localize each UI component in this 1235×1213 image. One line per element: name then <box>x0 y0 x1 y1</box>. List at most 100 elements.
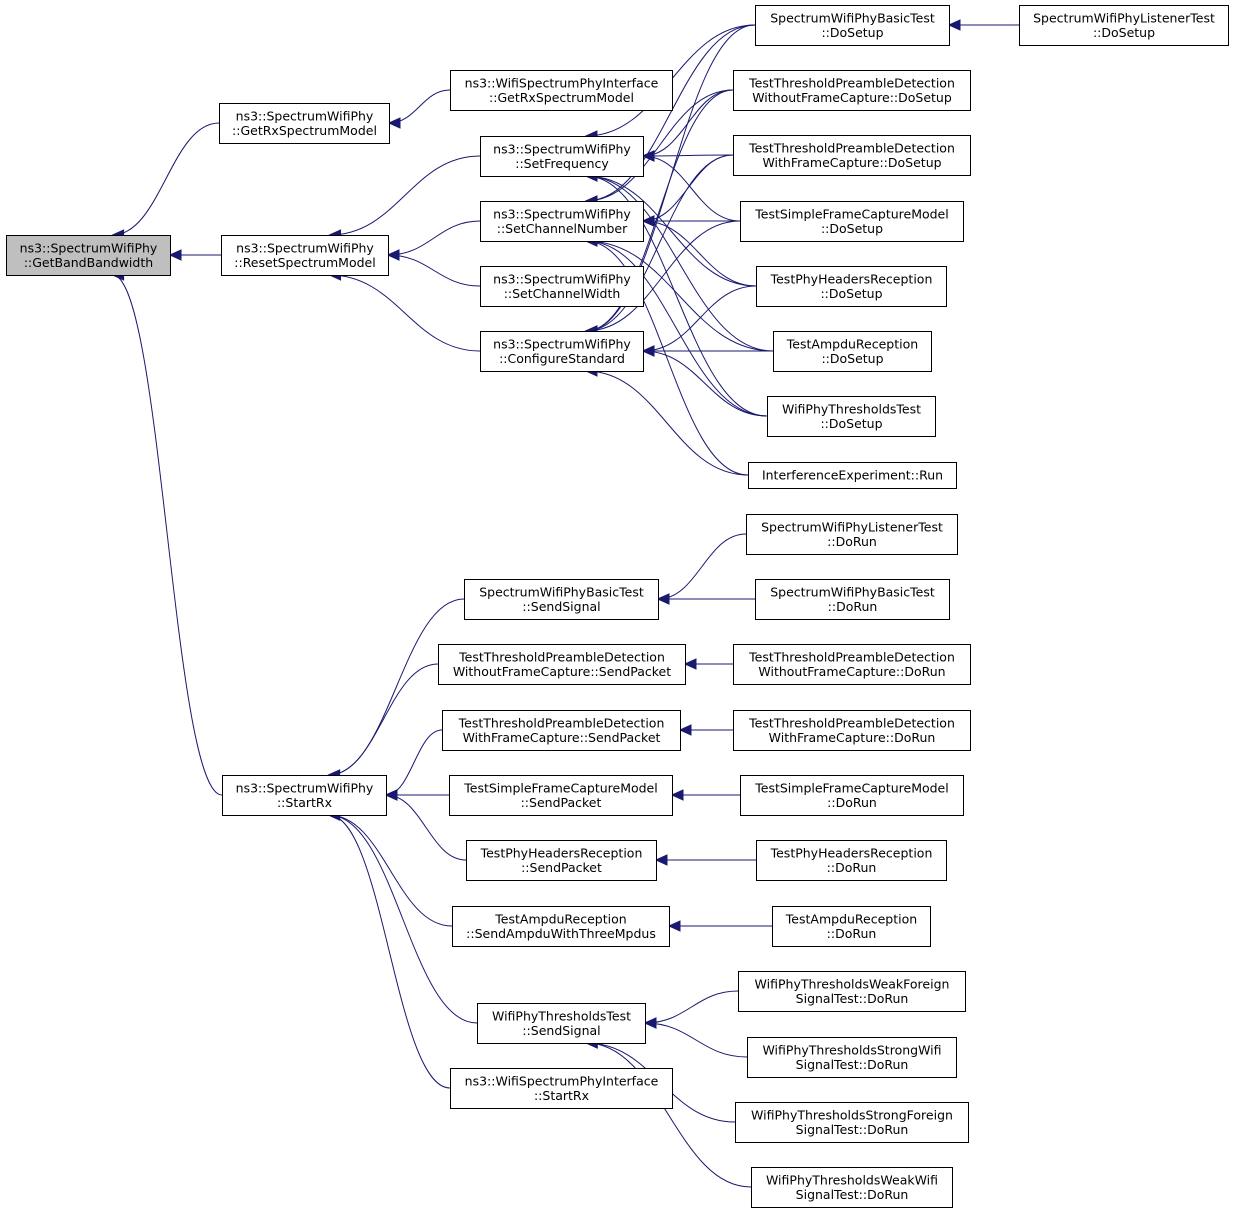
node-label-line: ::GetBandBandwidth <box>24 255 153 270</box>
function-node-ie-run[interactable]: InterferenceExperiment::Run <box>748 462 957 489</box>
function-node-ttpd-wo-send[interactable]: TestThresholdPreambleDetectionWithoutFra… <box>438 644 686 685</box>
node-label-line: ns3::SpectrumWifiPhy <box>493 206 631 221</box>
node-box <box>480 136 644 177</box>
call-edge <box>387 89 451 129</box>
function-node-tar-dorun[interactable]: TestAmpduReception::DoRun <box>772 906 931 947</box>
node-box <box>756 266 947 307</box>
node-label-line: WifiPhyThresholdsTest <box>492 1008 631 1023</box>
call-edge-line <box>385 729 443 796</box>
call-edge-line <box>585 220 741 332</box>
function-node-swpbt-dosetup[interactable]: SpectrumWifiPhyBasicTest::DoSetup <box>755 5 950 46</box>
node-box <box>773 331 932 372</box>
arrowhead <box>683 658 697 670</box>
node-label-line: WifiPhyThresholdsTest <box>782 401 921 416</box>
arrowhead <box>641 150 655 162</box>
function-node-swplt-dorun[interactable]: SpectrumWifiPhyListenerTest::DoRun <box>746 514 958 555</box>
call-edge-line <box>642 220 757 287</box>
node-box <box>480 266 644 307</box>
call-edge <box>327 598 465 781</box>
call-edge <box>386 249 481 287</box>
function-node-swplt-dosetup[interactable]: SpectrumWifiPhyListenerTest::DoSetup <box>1019 5 1229 46</box>
node-label-line: TestAmpduReception <box>786 336 918 351</box>
node-label-line: SignalTest::DoRun <box>796 1057 909 1072</box>
call-edge <box>643 1017 748 1058</box>
call-edge-line <box>585 240 768 417</box>
function-node-tsfcm-dorun[interactable]: TestSimpleFrameCaptureModel::DoRun <box>740 775 964 816</box>
function-node-confstd[interactable]: ns3::SpectrumWifiPhy::ConfigureStandard <box>480 331 644 372</box>
call-edge-line <box>585 154 734 332</box>
function-node-wptww-dorun[interactable]: WifiPhyThresholdsWeakWifiSignalTest::DoR… <box>751 1167 953 1208</box>
node-label-line: WifiPhyThresholdsStrongForeign <box>751 1107 953 1122</box>
call-edge-line <box>585 175 774 352</box>
function-node-setfreq[interactable]: ns3::SpectrumWifiPhy::SetFrequency <box>480 136 644 177</box>
function-node-ttpd-w-dosetup[interactable]: TestThresholdPreambleDetectionWithFrameC… <box>733 135 971 176</box>
function-node-ttpd-w-send[interactable]: TestThresholdPreambleDetectionWithFrameC… <box>442 710 681 751</box>
function-node-ttpd-wo-dosetup[interactable]: TestThresholdPreambleDetectionWithoutFra… <box>733 70 971 111</box>
node-label-line: ::SendPacket <box>521 860 602 875</box>
call-edge <box>327 663 439 781</box>
function-node-ttpd-wo-dorun[interactable]: TestThresholdPreambleDetectionWithoutFra… <box>733 644 971 685</box>
function-node-wptsw-dorun[interactable]: WifiPhyThresholdsStrongWifiSignalTest::D… <box>747 1037 957 1078</box>
arrowhead <box>947 19 961 31</box>
node-label-line: TestThresholdPreambleDetection <box>748 75 955 90</box>
node-label-line: SignalTest::DoRun <box>796 1122 909 1137</box>
call-edge <box>670 789 740 801</box>
function-node-resetsm[interactable]: ns3::SpectrumWifiPhy::ResetSpectrumModel <box>221 235 389 276</box>
node-label-line: TestAmpduReception <box>494 911 626 926</box>
function-node-tar-dosetup[interactable]: TestAmpduReception::DoSetup <box>773 331 932 372</box>
call-edge-line <box>112 274 223 796</box>
node-label-line: ::DoSetup <box>821 221 883 236</box>
function-node-ttpd-w-dorun[interactable]: TestThresholdPreambleDetectionWithFrameC… <box>733 710 971 751</box>
node-label-line: ::DoRun <box>827 534 877 549</box>
function-node-tsfcm-dosetup[interactable]: TestSimpleFrameCaptureModel::DoSetup <box>740 201 964 242</box>
function-node-startrx[interactable]: ns3::SpectrumWifiPhy::StartRx <box>222 775 387 816</box>
call-edge <box>654 854 756 866</box>
arrowhead <box>656 593 670 605</box>
call-edge-line <box>388 89 451 124</box>
function-node-setchnum[interactable]: ns3::SpectrumWifiPhy::SetChannelNumber <box>480 201 644 242</box>
node-label-line: TestSimpleFrameCaptureModel <box>754 206 948 221</box>
function-node-tphr-send[interactable]: TestPhyHeadersReception::SendPacket <box>466 840 657 881</box>
function-node-tphr-dorun[interactable]: TestPhyHeadersReception::DoRun <box>756 840 947 881</box>
arrowhead <box>670 789 684 801</box>
function-node-tsfcm-send[interactable]: TestSimpleFrameCaptureModel::SendPacket <box>449 775 673 816</box>
function-node-swpbt-dorun[interactable]: SpectrumWifiPhyBasicTest::DoRun <box>755 579 950 620</box>
call-edge-line <box>585 175 768 417</box>
node-box <box>222 775 387 816</box>
function-node-wsi-startrx[interactable]: ns3::WifiSpectrumPhyInterface::StartRx <box>450 1068 673 1109</box>
node-box <box>450 1068 673 1109</box>
arrowhead <box>386 249 400 261</box>
function-node-wsi-getrxsm[interactable]: ns3::WifiSpectrumPhyInterface::GetRxSpec… <box>450 70 673 111</box>
node-box <box>735 1102 969 1143</box>
call-edge <box>947 19 1019 31</box>
node-label-line: TestPhyHeadersReception <box>480 845 643 860</box>
call-edge-line <box>644 1022 748 1058</box>
function-node-tphr-dosetup[interactable]: TestPhyHeadersReception::DoSetup <box>756 266 947 307</box>
function-node-setchw[interactable]: ns3::SpectrumWifiPhy::SetChannelWidth <box>480 266 644 307</box>
arrowhead <box>643 1017 657 1029</box>
call-edge-line <box>585 89 734 332</box>
node-box <box>438 644 686 685</box>
function-node-wptt-send[interactable]: WifiPhyThresholdsTest::SendSignal <box>477 1003 646 1044</box>
call-edge <box>683 658 733 670</box>
node-label-line: ::GetRxSpectrumModel <box>232 123 377 138</box>
function-node-wptt-dosetup[interactable]: WifiPhyThresholdsTest::DoSetup <box>767 396 936 437</box>
function-node-wptwf-dorun[interactable]: WifiPhyThresholdsWeakForeignSignalTest::… <box>738 971 966 1012</box>
node-box <box>733 644 971 685</box>
node-label-line: ns3::WifiSpectrumPhyInterface <box>465 1073 659 1088</box>
function-node-swpbt-send[interactable]: SpectrumWifiPhyBasicTest::SendSignal <box>464 579 659 620</box>
node-label-line: ::DoRun <box>827 860 877 875</box>
call-edge <box>641 215 757 287</box>
function-node-getrxsm[interactable]: ns3::SpectrumWifiPhy::GetRxSpectrumModel <box>219 103 390 144</box>
node-label-line: TestThresholdPreambleDetection <box>748 715 955 730</box>
node-box <box>733 135 971 176</box>
node-label-line: ::ConfigureStandard <box>499 351 625 366</box>
node-box <box>748 462 957 489</box>
call-edge <box>328 155 481 241</box>
node-label-line: ::SetChannelNumber <box>497 221 628 236</box>
call-edge-line <box>642 154 734 157</box>
function-node-wptsf-dorun[interactable]: WifiPhyThresholdsStrongForeignSignalTest… <box>735 1102 969 1143</box>
call-edge-line <box>112 122 220 236</box>
call-edge-line <box>642 285 757 352</box>
function-node-tar-send[interactable]: TestAmpduReception::SendAmpduWithThreeMp… <box>452 906 670 947</box>
